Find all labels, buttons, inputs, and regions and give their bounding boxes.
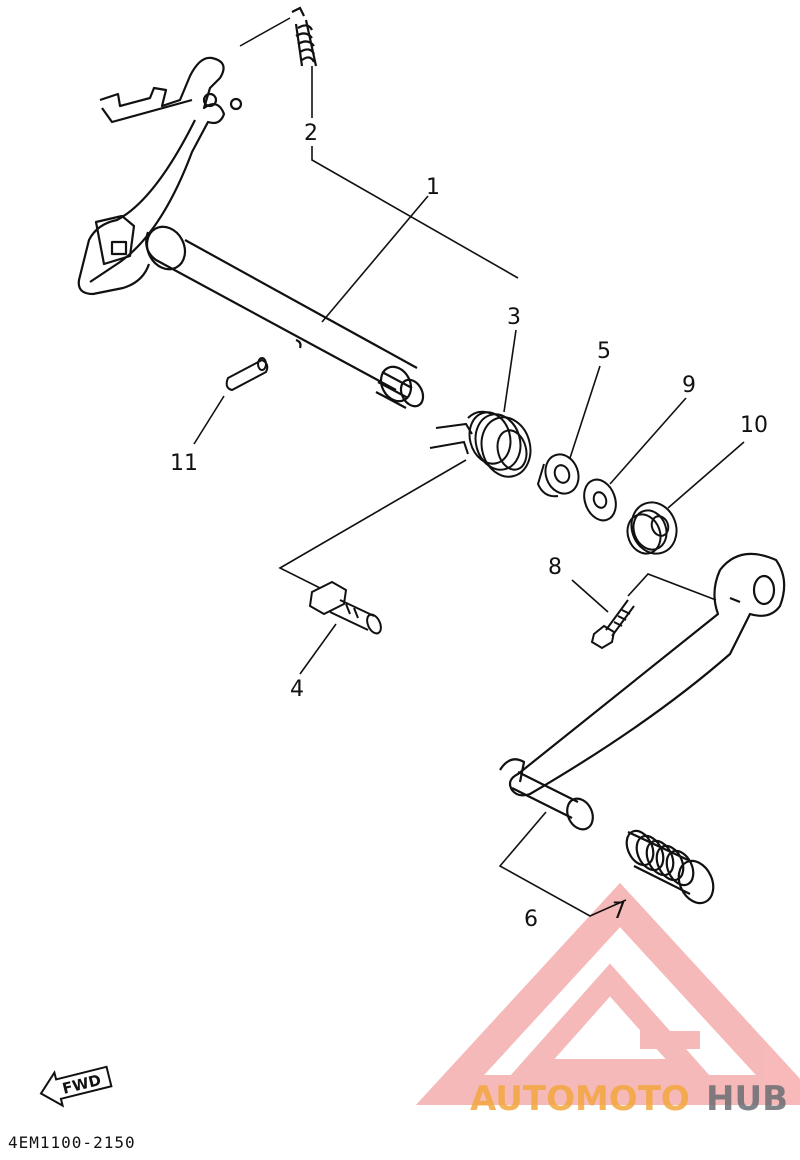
collar-part-5 — [536, 453, 580, 498]
callout-10: 10 — [740, 413, 768, 438]
callout-1: 1 — [426, 175, 440, 200]
watermark-word-orange: AUTOMOTO — [470, 1079, 690, 1119]
oil-seal-part-10 — [626, 501, 678, 555]
shift-pedal-part-6 — [499, 552, 786, 831]
callout-4: 4 — [290, 677, 304, 702]
bolt-part-8 — [590, 599, 635, 650]
bolt-part-4 — [308, 580, 382, 635]
callout-8: 8 — [548, 555, 562, 580]
return-spring-part-3 — [429, 410, 532, 478]
watermark-text: AUTOMOTO HUB — [470, 1079, 788, 1119]
washer-part-9 — [583, 478, 617, 522]
pedal-rubber-part-7 — [625, 829, 715, 905]
pin-part-11 — [225, 357, 269, 392]
callout-2: 2 — [304, 121, 318, 146]
callout-labels: 1 2 3 4 5 6 7 8 9 10 11 — [170, 121, 768, 932]
watermark-logo — [415, 882, 800, 1105]
callout-9: 9 — [682, 373, 696, 398]
callout-11: 11 — [170, 451, 198, 476]
watermark-word-grey: HUB — [706, 1079, 788, 1119]
leader-lines — [193, 66, 745, 917]
fwd-arrow-icon: FWD — [39, 1065, 113, 1108]
part-code: 4EM1100-2150 — [8, 1133, 136, 1152]
callout-6: 6 — [524, 907, 538, 932]
spring-part-2 — [239, 6, 318, 67]
shift-shaft-part-1 — [77, 56, 425, 409]
callout-7: 7 — [612, 899, 626, 924]
callout-3: 3 — [507, 305, 521, 330]
callout-5: 5 — [597, 339, 611, 364]
